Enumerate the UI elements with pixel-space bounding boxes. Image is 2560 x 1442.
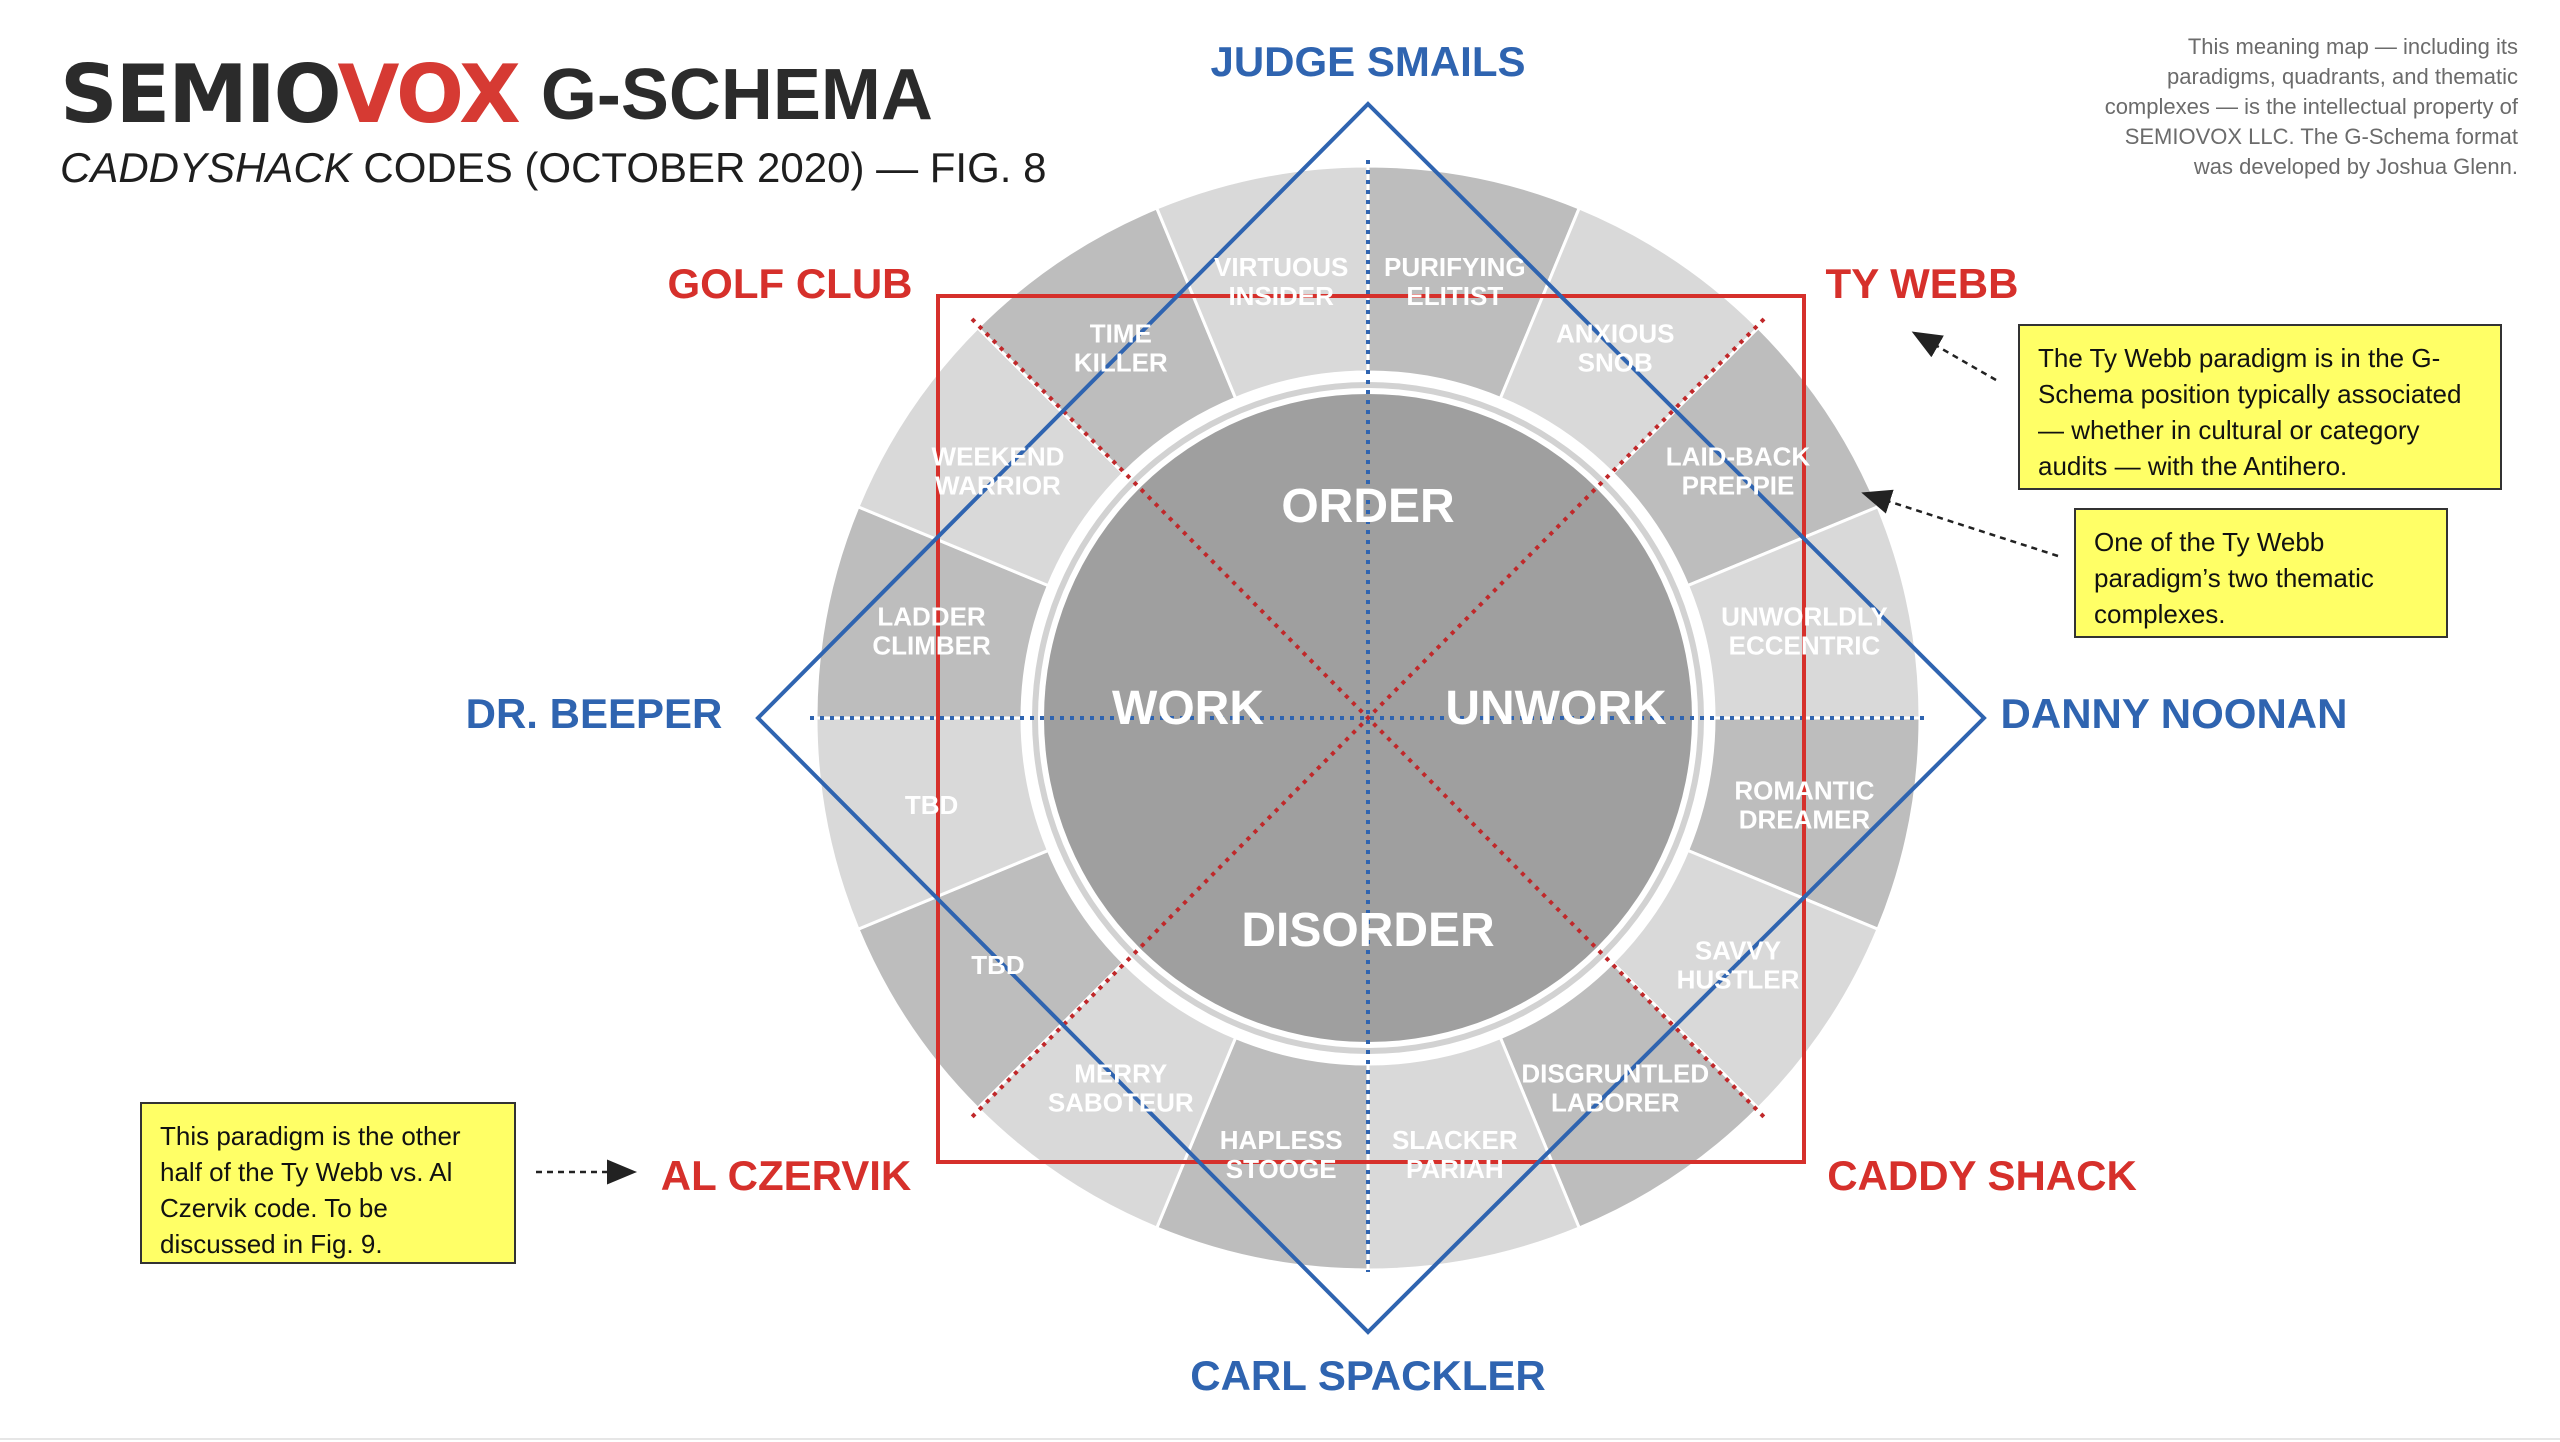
pole-bottom-left: AL CZERVIK — [661, 1152, 911, 1199]
quadrant-order: ORDER — [1281, 480, 1454, 533]
segment-label-line: PARIAH — [1406, 1154, 1504, 1184]
pole-top: JUDGE SMAILS — [1210, 38, 1525, 85]
segment-label-line: SABOTEUR — [1048, 1088, 1194, 1118]
segment-label-line: UNWORLDLY — [1721, 602, 1888, 632]
segment-label-line: ANXIOUS — [1556, 318, 1674, 348]
arrow-complex-note — [1861, 489, 2059, 558]
segment-label-line: VIRTUOUS — [1214, 252, 1348, 282]
segment-label-line: SAVVY — [1695, 936, 1781, 966]
segment-label-line: LADDER — [877, 602, 986, 632]
note-other-half: This paradigm is the other half of the T… — [140, 1102, 516, 1264]
segment-label-line: WEEKEND — [932, 441, 1065, 471]
blue-diamond — [755, 101, 1987, 1335]
bottom-rule — [0, 1438, 2560, 1440]
segment-label-line: HUSTLER — [1677, 965, 1800, 995]
segment-label-line: PURIFYING — [1384, 252, 1526, 282]
pole-bottom-right: CADDY SHACK — [1827, 1152, 2137, 1199]
pole-bottom: CARL SPACKLER — [1190, 1352, 1545, 1399]
segment-label-line: ELITIST — [1406, 281, 1503, 311]
quadrant-work: WORK — [1112, 682, 1264, 735]
segment-label-line: DREAMER — [1739, 804, 1871, 834]
segment-label-line: TIME — [1090, 318, 1152, 348]
arrow-ty-webb-note — [1911, 331, 1997, 382]
segment-label-line: STOOGE — [1226, 1154, 1337, 1184]
quadrant-disorder: DISORDER — [1241, 904, 1494, 957]
quadrant-unwork: UNWORK — [1445, 682, 1667, 735]
segment-label-line: WARRIOR — [935, 470, 1061, 500]
segment-label-line: INSIDER — [1228, 281, 1334, 311]
subtitle-rest: CODES (OCTOBER 2020) — FIG. 8 — [351, 144, 1047, 191]
segment-label-line: SLACKER — [1392, 1125, 1518, 1155]
subtitle-film: CADDYSHACK — [60, 144, 352, 191]
copyright-notice: This meaning map — including its paradig… — [2104, 34, 2518, 179]
segment-label-line: HAPLESS — [1220, 1125, 1343, 1155]
pole-top-right: TY WEBB — [1826, 260, 2019, 307]
segment-label-line: ROMANTIC — [1734, 775, 1874, 805]
brand-vox: VOX — [337, 48, 521, 141]
segment-label-line: TBD — [905, 790, 958, 820]
schema-label: G-SCHEMA — [540, 55, 933, 135]
page-subtitle: CADDYSHACK CODES (OCTOBER 2020) — FIG. 8 — [60, 144, 1046, 192]
segment-label-line: PREPPIE — [1682, 470, 1795, 500]
segment-label-line: CLIMBER — [872, 631, 991, 661]
segment-label-line: MERRY — [1074, 1059, 1167, 1089]
segment-label-line: ECCENTRIC — [1729, 631, 1881, 661]
segment-label: TBD — [971, 950, 1024, 980]
segment-label-line: LABORER — [1551, 1088, 1680, 1118]
pole-right: DANNY NOONAN — [2001, 690, 2348, 737]
diagonal-axis-dotted-2 — [970, 317, 1766, 1119]
brand-logo: SEMIOVOX — [60, 52, 521, 138]
segment-label-line: LAID-BACK — [1666, 441, 1811, 471]
note-ty-webb-position: The Ty Webb paradigm is in the G-Schema … — [2018, 324, 2502, 490]
segment-label-line: TBD — [971, 950, 1024, 980]
pole-top-left: GOLF CLUB — [668, 260, 913, 307]
note-thematic-complexes: One of the Ty Webb paradigm’s two themat… — [2074, 508, 2448, 638]
ring-segment — [1154, 164, 1370, 401]
brand-semio: SEMIO — [60, 48, 339, 141]
segment-label-line: DISGRUNTLED — [1521, 1059, 1709, 1089]
segment-label-line: KILLER — [1074, 347, 1168, 377]
segment-label-line: SNOB — [1578, 347, 1653, 377]
segment-label: TBD — [905, 790, 958, 820]
pole-left: DR. BEEPER — [466, 690, 723, 737]
red-square — [936, 294, 1806, 1164]
